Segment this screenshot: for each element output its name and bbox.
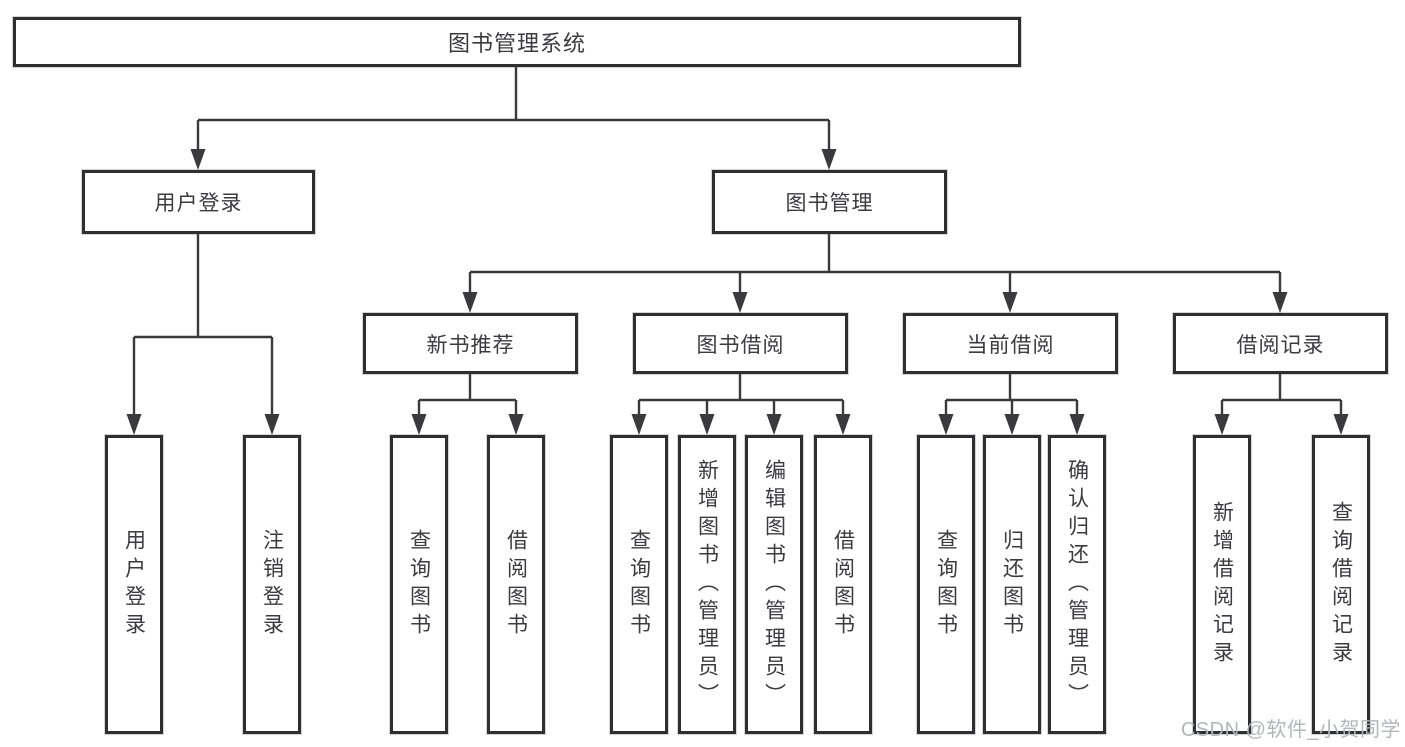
node-leaf-return-books: 归还图书 [983, 435, 1041, 734]
connector-book-borrow-to-leaves [631, 374, 851, 435]
node-label: 确认归还（管理员） [1065, 458, 1089, 711]
node-label: 归还图书 [1000, 528, 1024, 641]
node-user-login: 用户登录 [82, 170, 315, 234]
node-leaf-confirm-return-admin: 确认归还（管理员） [1048, 435, 1106, 734]
node-label: 用户登录 [154, 192, 243, 215]
node-label: 新书推荐 [426, 333, 515, 357]
node-label: 注销登录 [260, 528, 284, 641]
node-leaf-query-books-2: 查询图书 [610, 435, 668, 734]
node-leaf-add-borrow-record: 新增借阅记录 [1193, 435, 1251, 734]
node-label: 借阅图书 [504, 528, 528, 641]
csdn-watermark: CSDN @软件_小贺同学 [1180, 719, 1401, 741]
node-library-management-system: 图书管理系统 [13, 17, 1021, 67]
node-label: 新增图书（管理员） [695, 458, 719, 711]
node-leaf-edit-books-admin: 编辑图书（管理员） [745, 435, 803, 734]
node-label: 查询图书 [627, 528, 651, 641]
node-leaf-user-login: 用户登录 [105, 435, 163, 734]
node-label: 查询借阅记录 [1329, 500, 1353, 669]
connector-root-to-level2 [190, 67, 837, 170]
connector-user-login-to-leaves [126, 234, 280, 435]
node-leaf-query-borrow-record: 查询借阅记录 [1312, 435, 1370, 734]
node-leaf-query-books-1: 查询图书 [390, 435, 448, 734]
node-new-book-recommendation: 新书推荐 [363, 313, 578, 374]
connector-current-borrow-to-leaves [938, 374, 1085, 435]
node-leaf-query-books-3: 查询图书 [917, 435, 975, 734]
node-book-management: 图书管理 [712, 170, 947, 234]
node-label: 图书借阅 [696, 333, 785, 357]
node-leaf-borrow-books-1: 借阅图书 [487, 435, 545, 734]
node-label: 用户登录 [122, 528, 146, 641]
node-leaf-add-books-admin: 新增图书（管理员） [678, 435, 736, 734]
node-label: 查询图书 [934, 528, 958, 641]
node-leaf-borrow-books-2: 借阅图书 [814, 435, 872, 734]
connector-new-book-rec-to-leaves [411, 374, 524, 435]
node-book-borrowing: 图书借阅 [633, 313, 848, 374]
node-label: 图书管理 [785, 192, 874, 215]
node-borrowing-records: 借阅记录 [1173, 313, 1388, 374]
node-current-borrowing: 当前借阅 [903, 313, 1118, 374]
node-label: 图书管理系统 [447, 31, 586, 56]
connector-borrow-records-to-leaves [1214, 374, 1349, 435]
node-leaf-logout: 注销登录 [243, 435, 301, 734]
node-label: 借阅图书 [831, 528, 855, 641]
node-label: 借阅记录 [1236, 333, 1325, 357]
node-label: 新增借阅记录 [1210, 500, 1234, 669]
connector-book-mgmt-to-level3 [462, 234, 1288, 313]
node-label: 当前借阅 [966, 333, 1055, 357]
node-label: 查询图书 [407, 528, 431, 641]
node-label: 编辑图书（管理员） [762, 458, 786, 711]
